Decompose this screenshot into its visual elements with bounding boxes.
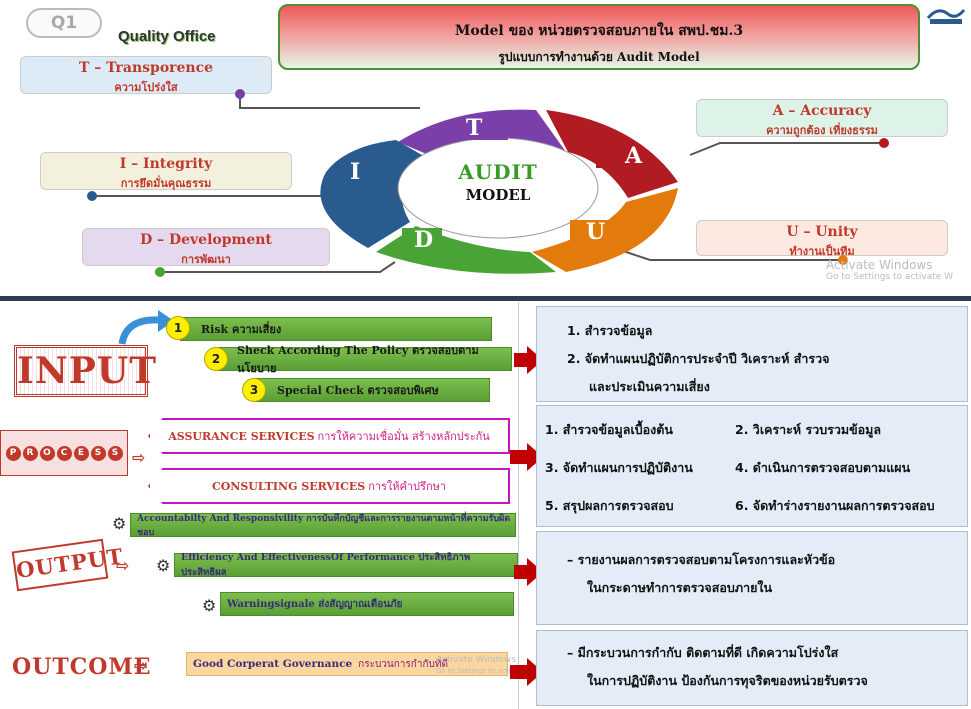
label-transparency: T – Transporence ความโปร่งใส <box>20 56 272 94</box>
outcome-heading: OUTCOME <box>12 650 151 686</box>
curved-arrow-icon <box>118 310 174 345</box>
input-heading: INPUT <box>14 345 156 397</box>
output-arrow-icon: ⇨ <box>116 556 130 575</box>
label-transparency-en: T – Transporence <box>78 60 214 76</box>
center-audit: AUDIT <box>458 160 538 184</box>
input-item-3-number: 3 <box>242 378 266 402</box>
label-accuracy-en: A – Accuracy <box>772 103 872 119</box>
input-item-1-number: 1 <box>166 316 190 340</box>
output-arrow-stem <box>514 565 528 579</box>
input-panel: 1. สำรวจข้อมูล 2. จัดทำแผนปฏิบัติการประจ… <box>536 306 968 402</box>
process-letter: R <box>22 445 38 461</box>
gear-icon: ⚙ <box>156 556 171 575</box>
input-arrow-stem <box>514 353 528 367</box>
process-panel: 1. สำรวจข้อมูลเบื้องต้น 2. วิเคราะห์ รวบ… <box>536 405 968 527</box>
output-heading: OUTPUT <box>11 538 125 592</box>
input-item-1: Risk ความเสี่ยง <box>180 317 492 341</box>
title-line-2: รูปแบบการทำงานด้วย Audit Model <box>498 50 700 64</box>
audit-model-cycle <box>320 109 678 274</box>
activate-windows-title-2: Activate Windows <box>436 655 516 665</box>
label-integrity-en: I – Integrity <box>119 156 213 172</box>
label-unity-th: ทำงานเป็นทีม <box>789 245 855 258</box>
output-item-2: Efficiency And EffectivenessOf Performan… <box>174 552 518 578</box>
assurance-services-th: การให้ความเชื่อมั่น สร้างหลักประกัน <box>317 430 490 443</box>
input-item-2: Sheck According The Policy ตรวจสอบตามนโย… <box>218 344 512 375</box>
input-item-2-number: 2 <box>204 347 228 371</box>
process-step-6: 6. จัดทำร่างรายงานผลการตรวจสอบ <box>735 498 935 513</box>
column-divider <box>518 302 519 709</box>
segment-i-letter: I <box>350 159 361 185</box>
process-step-2: 2. วิเคราะห์ รวบรวมข้อมูล <box>735 422 882 437</box>
gear-icon: ⚙ <box>202 596 217 615</box>
process-letter: C <box>56 445 72 461</box>
process-arrow-icon: ⇨ <box>132 448 146 467</box>
audit-model-section: Q1 Quality Office Model ของ หน่วยตรวจสอบ… <box>0 0 971 298</box>
outcome-panel-line-1: – มีกระบวนการกำกับ ติดตามที่ดี เกิดความโ… <box>567 645 839 660</box>
label-unity: U – Unity ทำงานเป็นทีม <box>696 220 948 258</box>
label-integrity: I – Integrity การยึดมั่นคุณธรรม <box>40 152 292 190</box>
process-step-5: 5. สรุปผลการตรวจสอบ <box>545 498 674 513</box>
process-step-3: 3. จัดทำแผนการปฏิบัติงาน <box>545 460 693 475</box>
process-heading: P R O C E S S <box>0 430 128 476</box>
outcome-arrow-stem <box>510 665 528 679</box>
label-integrity-th: การยึดมั่นคุณธรรม <box>120 177 212 190</box>
q1-badge: Q1 <box>26 8 102 38</box>
activate-windows-subtitle: Go to Settings to activate W <box>826 272 954 282</box>
center-model: MODEL <box>465 186 531 204</box>
output-item-3: Warningsignale ส่งสัญญาณเตือนภัย <box>220 592 514 616</box>
connector-lines <box>87 89 889 277</box>
process-letter: P <box>5 445 21 461</box>
activate-windows-subtitle-2: Go to Settings to activate <box>436 667 526 675</box>
label-accuracy: A – Accuracy ความถูกต้อง เที่ยงธรรม <box>696 99 948 137</box>
outcome-th: กระบวนการกำกับที่ดี <box>358 658 448 670</box>
process-letter: S <box>107 445 123 461</box>
outcome-label: Good Corperat Governance <box>193 658 353 670</box>
gear-icon: ⚙ <box>112 514 127 533</box>
segment-d-letter: D <box>414 227 434 253</box>
process-step-1: 1. สำรวจข้อมูลเบื้องต้น <box>545 422 673 437</box>
label-transparency-th: ความโปร่งใส <box>114 81 178 94</box>
assurance-services-box: ASSURANCE SERVICES การให้ความเชื่อมั่น ส… <box>148 418 510 454</box>
outcome-panel-line-2: ในการปฏิบัติงาน ป้องกันการทุจริตของหน่วย… <box>587 673 868 688</box>
title-line-1: Model ของ หน่วยตรวจสอบภายใน สพป.ชม.3 <box>454 23 744 39</box>
label-unity-en: U – Unity <box>786 224 858 240</box>
label-development: D – Development การพัฒนา <box>82 228 330 266</box>
assurance-services-label: ASSURANCE SERVICES <box>168 429 315 443</box>
output-item-1: Accountabilty And Responsivility การบันท… <box>130 513 516 538</box>
activate-windows-title: Activate Windows <box>826 258 933 272</box>
output-panel-line-2: ในกระดาษทำการตรวจสอบภายใน <box>587 580 773 595</box>
input-panel-line-3: และประเมินความเสี่ยง <box>589 379 710 394</box>
outcome-item: Good Corperat Governance กระบวนการกำกับท… <box>186 652 508 676</box>
outcome-panel: – มีกระบวนการกำกับ ติดตามที่ดี เกิดความโ… <box>536 630 968 706</box>
process-letter: O <box>39 445 55 461</box>
process-letter: E <box>73 445 89 461</box>
process-step-4: 4. ดำเนินการตรวจสอบตามแผน <box>735 460 911 475</box>
segment-a-letter: A <box>625 143 643 169</box>
organization-logo-icon <box>926 9 966 24</box>
consulting-services-box: CONSULTING SERVICES การให้คำปรึกษา <box>148 468 510 504</box>
segment-t-letter: T <box>466 115 483 141</box>
section-divider <box>0 296 971 301</box>
outcome-arrow-icon: ⇨ <box>134 656 148 675</box>
process-letter: S <box>90 445 106 461</box>
label-development-en: D – Development <box>140 232 272 248</box>
input-item-3: Special Check ตรวจสอบพิเศษ <box>256 378 490 402</box>
output-panel: – รายงานผลการตรวจสอบตามโครงการและหัวข้อ … <box>536 531 968 625</box>
quality-office-label: Quality Office <box>118 28 216 45</box>
label-accuracy-th: ความถูกต้อง เที่ยงธรรม <box>766 124 878 137</box>
consulting-services-label: CONSULTING SERVICES <box>211 479 366 493</box>
input-panel-line-1: 1. สำรวจข้อมูล <box>567 323 653 338</box>
title-banner: Model ของ หน่วยตรวจสอบภายใน สพป.ชม.3 รูป… <box>278 4 920 70</box>
process-arrow-stem <box>510 450 528 464</box>
consulting-services-th: การให้คำปรึกษา <box>368 480 447 493</box>
label-development-th: การพัฒนา <box>181 253 231 266</box>
segment-u-letter: U <box>586 219 606 245</box>
input-panel-line-2: 2. จัดทำแผนปฏิบัติการประจำปี วิเคราะห์ ส… <box>567 351 830 366</box>
output-panel-line-1: – รายงานผลการตรวจสอบตามโครงการและหัวข้อ <box>567 552 836 567</box>
